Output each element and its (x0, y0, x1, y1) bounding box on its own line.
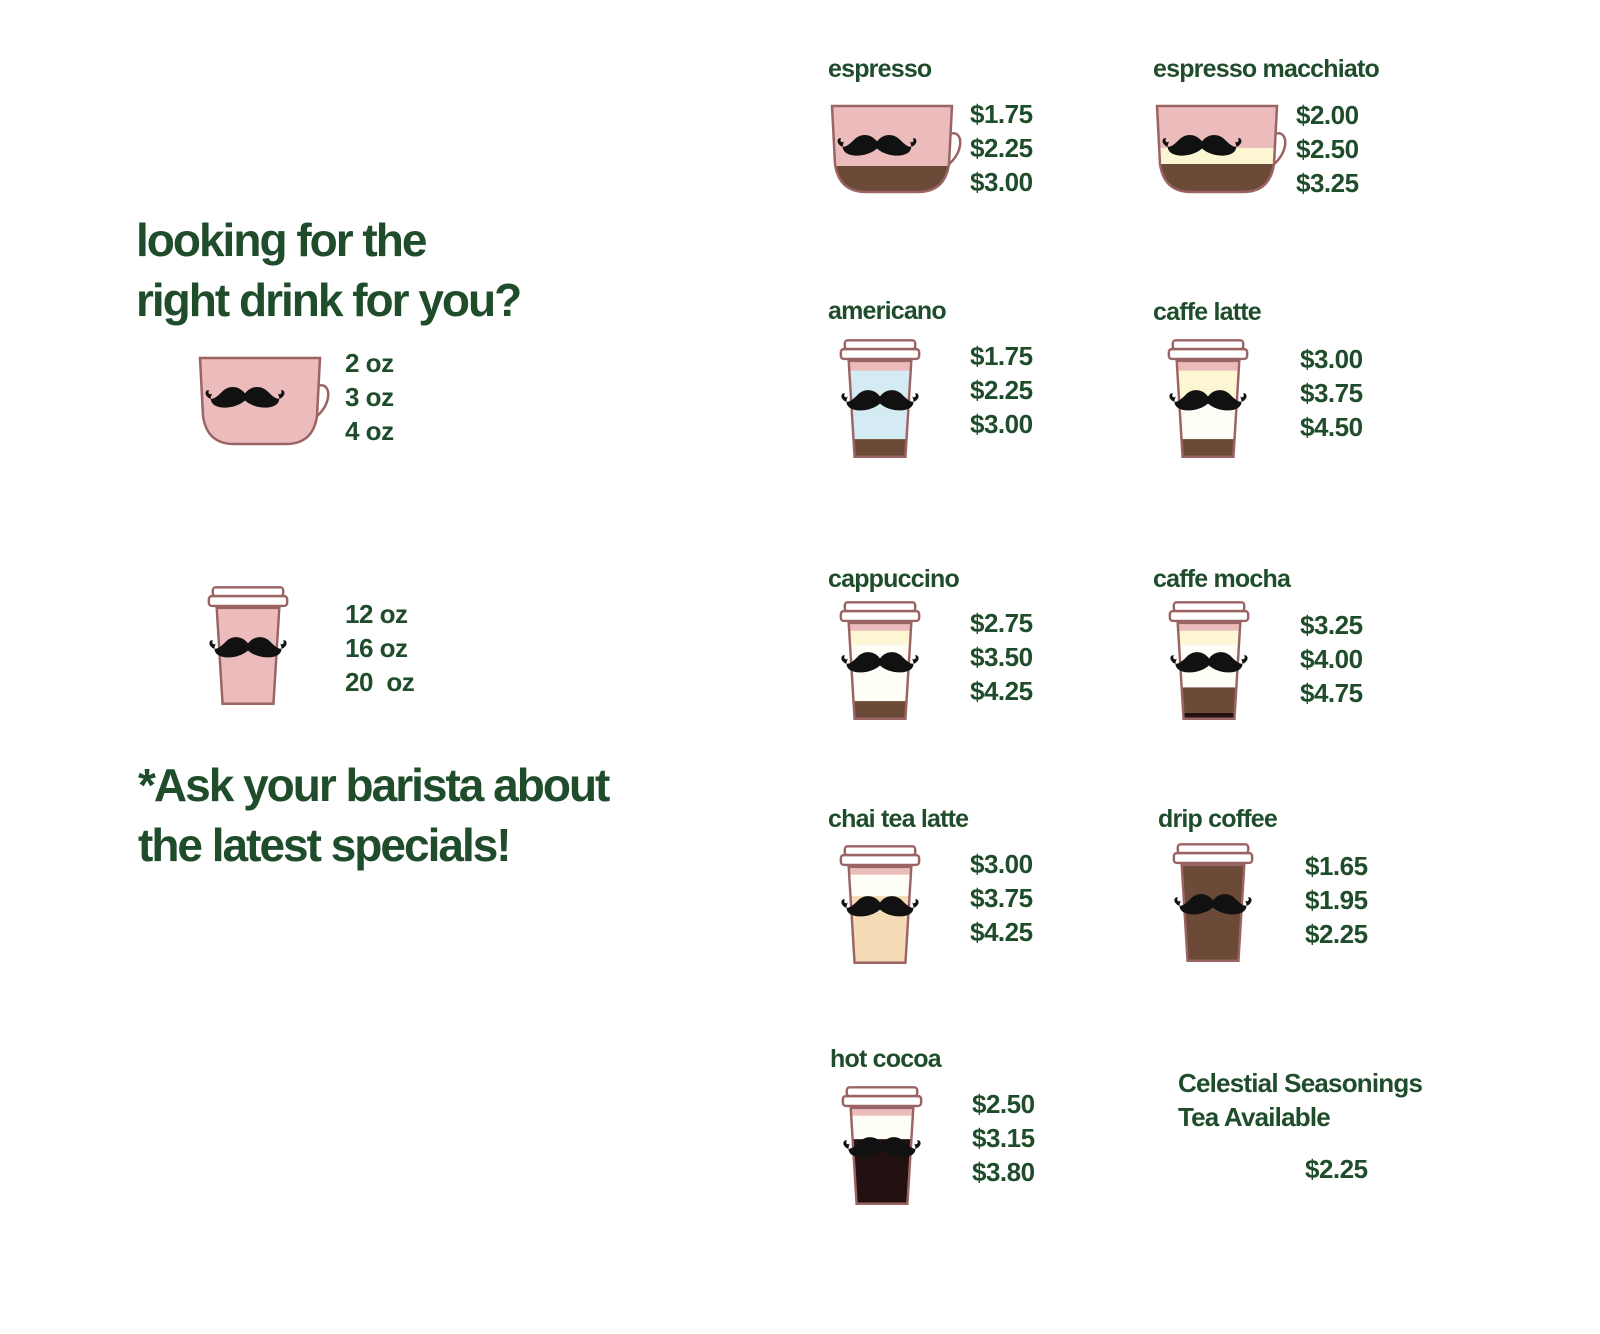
menu-item-americano-prices: $1.75 $2.25 $3.00 (970, 339, 1033, 441)
menu-item-latte-name: caffe latte (1153, 298, 1262, 326)
price-small: $3.00 (970, 849, 1033, 879)
tea-note-line-1: Celestial Seasonings (1178, 1068, 1423, 1098)
menu-item-cappuccino-name: cappuccino (828, 565, 960, 593)
cup-chai-icon (839, 845, 921, 964)
tea-note-line-2: Tea Available (1178, 1102, 1331, 1132)
price-medium: $3.15 (972, 1123, 1035, 1153)
menu-item-cocoa-prices: $2.50 $3.15 $3.80 (972, 1087, 1035, 1189)
menu-item-macchiato-name: espresso macchiato (1153, 55, 1380, 83)
intro-heading-line-2: right drink for you? (136, 274, 522, 326)
price-large: $4.25 (970, 917, 1033, 947)
cup-size-list: 12 oz 16 oz 20 oz (345, 597, 415, 699)
price-small: $1.75 (970, 99, 1033, 129)
menu-item-latte-prices: $3.00 $3.75 $4.50 (1300, 342, 1363, 444)
price-medium: $2.50 (1296, 134, 1359, 164)
cup-cappuccino-icon (839, 601, 921, 720)
price-large: $3.00 (970, 409, 1033, 439)
intro-heading: looking for the right drink for you? (136, 210, 522, 330)
price-medium: $3.50 (970, 642, 1033, 672)
menu-item-espresso-prices: $1.75 $2.25 $3.00 (970, 97, 1033, 199)
menu-item-chai-name: chai tea latte (828, 805, 969, 833)
price-small: $2.75 (970, 608, 1033, 638)
menu-item-espresso-name: espresso (828, 55, 932, 83)
price-large: $3.25 (1296, 168, 1359, 198)
price-large: $3.80 (972, 1157, 1035, 1187)
specials-note-line-2: the latest specials! (138, 819, 512, 871)
price-medium: $3.75 (1300, 378, 1363, 408)
price-small: $3.25 (1300, 610, 1363, 640)
intro-heading-line-1: looking for the (136, 214, 427, 266)
price-medium: $2.25 (970, 375, 1033, 405)
price-small: $1.65 (1305, 851, 1368, 881)
cup-cocoa-icon (841, 1086, 923, 1205)
mug-espresso-icon (830, 104, 962, 194)
mug-size-large: 4 oz (345, 416, 394, 446)
price-large: $4.50 (1300, 412, 1363, 442)
price-small: $3.00 (1300, 344, 1363, 374)
price-large: $3.00 (970, 167, 1033, 197)
menu-item-drip-name: drip coffee (1158, 805, 1278, 833)
mug-size-icon (198, 356, 330, 446)
cup-size-icon (207, 586, 289, 705)
mug-size-medium: 3 oz (345, 382, 394, 412)
tea-price-value: $2.25 (1305, 1154, 1368, 1184)
menu-item-mocha-prices: $3.25 $4.00 $4.75 (1300, 608, 1363, 710)
mug-macchiato-icon (1155, 104, 1287, 194)
price-medium: $4.00 (1300, 644, 1363, 674)
price-large: $4.25 (970, 676, 1033, 706)
price-large: $4.75 (1300, 678, 1363, 708)
cup-americano-icon (839, 339, 921, 458)
cup-drip-icon (1172, 843, 1254, 962)
mug-size-list: 2 oz 3 oz 4 oz (345, 346, 394, 448)
price-medium: $2.25 (970, 133, 1033, 163)
specials-note-line-1: *Ask your barista about (138, 759, 610, 811)
cup-size-small: 12 oz (345, 599, 408, 629)
cup-size-medium: 16 oz (345, 633, 408, 663)
cup-mocha-icon (1168, 601, 1250, 720)
menu-item-drip-prices: $1.65 $1.95 $2.25 (1305, 849, 1368, 951)
menu-item-americano-name: americano (828, 297, 947, 325)
price-medium: $1.95 (1305, 885, 1368, 915)
menu-item-mocha-name: caffe mocha (1153, 565, 1291, 593)
cup-size-large: 20 oz (345, 667, 415, 697)
menu-item-cappuccino-prices: $2.75 $3.50 $4.25 (970, 606, 1033, 708)
tea-availability-note: Celestial Seasonings Tea Available (1178, 1066, 1423, 1134)
price-small: $2.50 (972, 1089, 1035, 1119)
price-medium: $3.75 (970, 883, 1033, 913)
cup-latte-icon (1167, 339, 1249, 458)
menu-item-cocoa-name: hot cocoa (830, 1045, 942, 1073)
menu-item-chai-prices: $3.00 $3.75 $4.25 (970, 847, 1033, 949)
price-small: $2.00 (1296, 100, 1359, 130)
specials-note: *Ask your barista about the latest speci… (138, 755, 610, 875)
menu-item-macchiato-prices: $2.00 $2.50 $3.25 (1296, 98, 1359, 200)
tea-price: $2.25 (1305, 1152, 1368, 1186)
price-large: $2.25 (1305, 919, 1368, 949)
price-small: $1.75 (970, 341, 1033, 371)
mug-size-small: 2 oz (345, 348, 394, 378)
